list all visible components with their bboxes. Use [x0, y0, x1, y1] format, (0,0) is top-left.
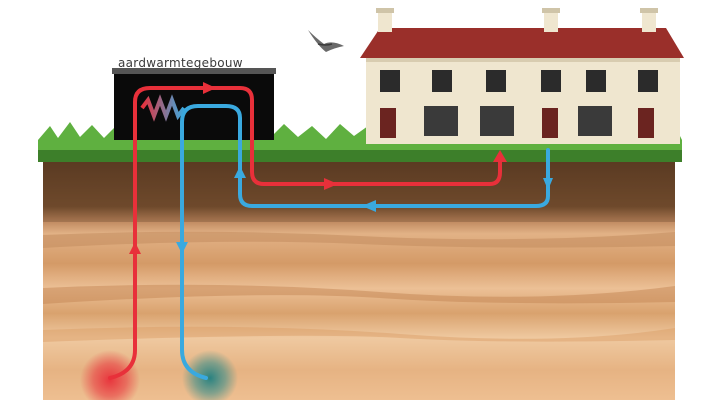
house: [360, 8, 684, 144]
chimney: [544, 10, 558, 32]
bird-icon: [308, 30, 344, 52]
chimney: [642, 10, 656, 32]
ground-section: [43, 152, 675, 400]
chimney: [378, 10, 392, 32]
building-label: aardwarmtegebouw: [118, 56, 243, 70]
